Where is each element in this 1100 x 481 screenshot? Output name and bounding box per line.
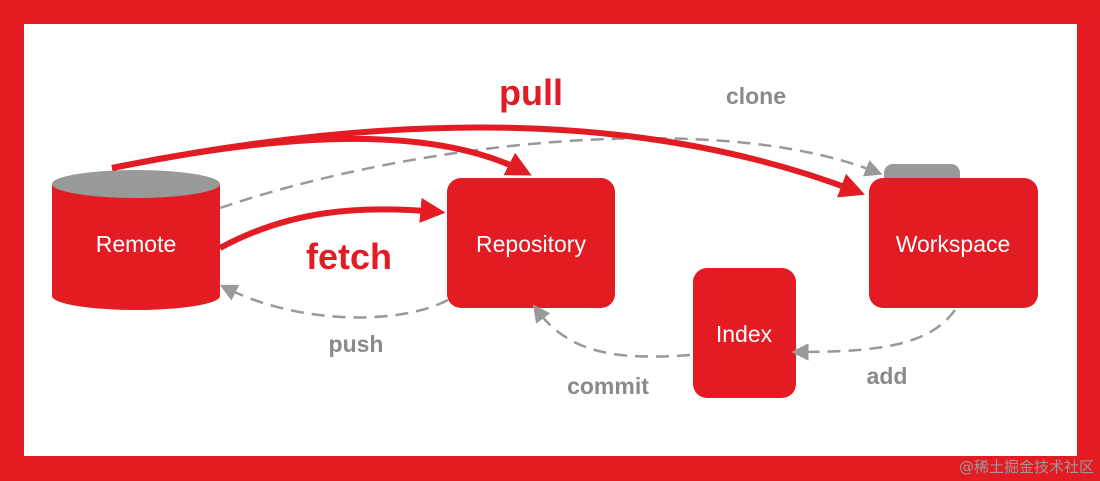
index-node (693, 268, 796, 398)
add-arrow (791, 309, 957, 361)
repository-node (447, 178, 615, 308)
remote-node (52, 170, 220, 310)
index-label: Index (716, 321, 773, 347)
pull-label: pull (499, 72, 563, 113)
push-arrow (219, 284, 449, 319)
watermark-text: @稀土掘金技术社区 (959, 458, 1094, 476)
remote-label: Remote (96, 231, 177, 257)
repository-label: Repository (476, 231, 586, 257)
remote-cylinder-top (52, 170, 220, 198)
add-label: add (867, 363, 908, 389)
clone-arrow (219, 136, 883, 210)
pull-arrow-to-workspace (111, 124, 866, 198)
push-label: push (329, 331, 384, 357)
fetch-arrow (218, 197, 446, 251)
workspace-label: Workspace (896, 231, 1011, 257)
commit-arrow (532, 304, 691, 358)
clone-label: clone (726, 83, 786, 109)
fetch-label: fetch (306, 236, 392, 277)
commit-label: commit (567, 373, 649, 399)
workspace-node (869, 164, 1038, 308)
